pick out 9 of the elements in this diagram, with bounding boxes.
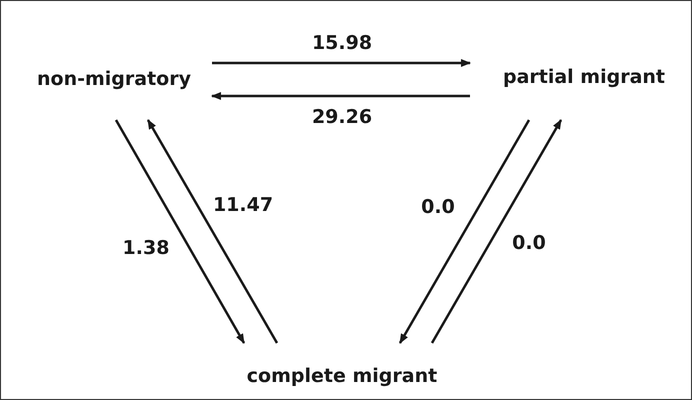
arrow — [430, 119, 562, 344]
state-label: partial migrant — [502, 66, 666, 90]
state-label: non-migratory — [37, 68, 191, 92]
state-label: complete migrant — [246, 365, 438, 389]
arrow — [211, 92, 470, 100]
arrow — [146, 119, 278, 344]
arrow — [212, 59, 471, 67]
arrow — [398, 119, 530, 344]
arrow — [114, 119, 246, 344]
